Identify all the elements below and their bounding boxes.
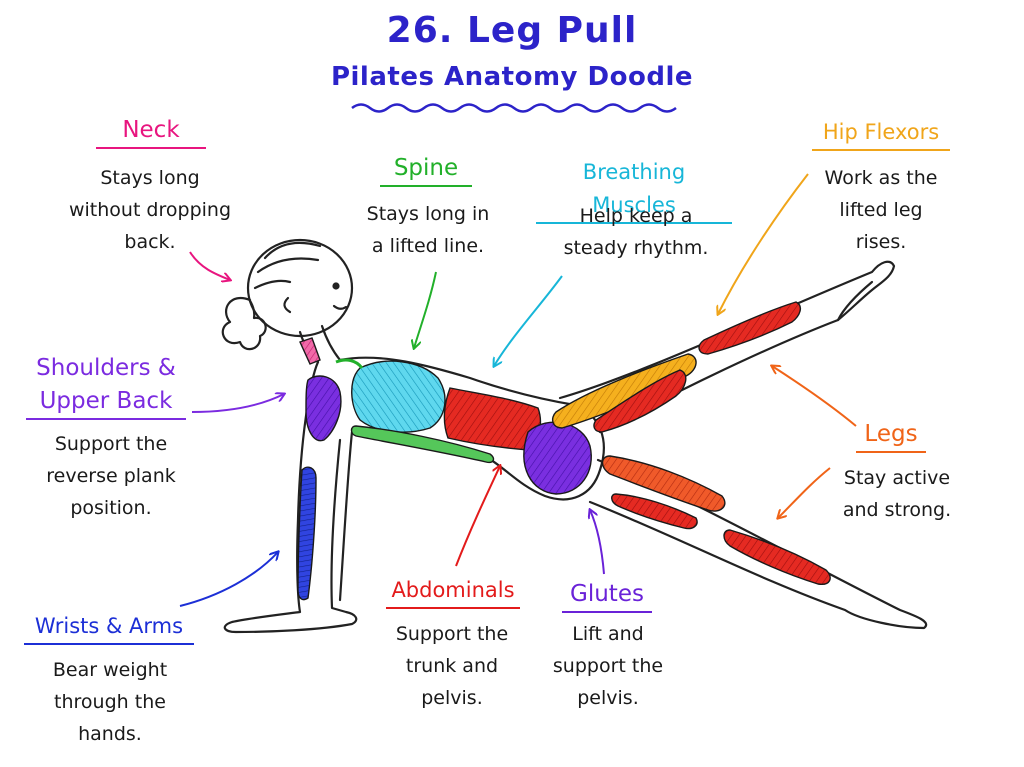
breathing-arrow	[494, 275, 563, 366]
hair-bun	[221, 297, 267, 351]
lifted-foot-outline	[836, 280, 874, 322]
glutes-description: Lift and support the pelvis.	[552, 623, 664, 709]
legs-description: Stay active and strong.	[842, 467, 952, 521]
legs-label: Legs	[856, 418, 926, 454]
neck-muscle	[299, 337, 321, 365]
page-subtitle: Pilates Anatomy Doodle	[330, 62, 694, 92]
abdominals-arrow	[455, 466, 500, 567]
spine-muscle	[350, 425, 495, 464]
page-title: 26. Leg Pull	[386, 10, 638, 51]
breathing-muscle	[351, 360, 446, 433]
smile	[332, 304, 348, 310]
spine-arrow	[414, 271, 437, 348]
eye	[332, 282, 340, 290]
wrists-heading: Wrists & Arms	[24, 610, 194, 645]
muscles	[297, 301, 831, 601]
hair-lines	[253, 241, 322, 290]
ear	[283, 296, 292, 314]
spine-description: Stays long in a lifted line.	[366, 203, 490, 257]
title-wavy-underline	[351, 103, 677, 113]
shoulders-label: Shoulders & Upper Back	[26, 352, 186, 421]
legs-heading: Legs	[856, 418, 926, 453]
spine-top	[335, 358, 364, 369]
wrists-arrow	[179, 552, 278, 607]
glute-muscle	[523, 421, 592, 495]
hamstring-muscle	[601, 455, 726, 512]
glutes-label: Glutes	[562, 578, 652, 614]
shoulders-heading-line2: Upper Back	[26, 385, 186, 420]
neck-heading: Neck	[96, 114, 206, 149]
abdominals-description: Support the trunk and pelvis.	[395, 623, 509, 709]
quad-muscle	[593, 369, 687, 433]
abdominals-heading: Abdominals	[386, 574, 520, 609]
arm-muscle	[297, 466, 317, 601]
support-arm-outline	[223, 360, 358, 634]
neck-description: Stays long without dropping back.	[68, 167, 232, 253]
breathing-label: Breathing Muscles	[536, 156, 732, 225]
glutes-heading: Glutes	[562, 578, 652, 613]
hip-flexors-arrow	[718, 173, 809, 314]
shoulders-arrow	[191, 394, 284, 413]
upper-grounded-leg-muscle	[611, 493, 698, 530]
shoulder-muscle	[305, 375, 342, 442]
wrists-description: Bear weight through the hands.	[52, 659, 168, 745]
neck-label: Neck	[96, 114, 206, 150]
neck-arrow	[189, 251, 230, 280]
upper-lifted-leg-muscle	[698, 301, 802, 355]
shoulders-heading-line1: Shoulders &	[36, 355, 176, 381]
head-outline	[246, 238, 354, 338]
hip-flexors-description: Work as the lifted leg rises.	[824, 167, 938, 253]
arrows	[179, 173, 857, 607]
abdominals-label: Abdominals	[386, 574, 520, 610]
spine-label: Spine	[380, 152, 472, 188]
spine-heading: Spine	[380, 152, 472, 187]
grounded-leg-outline	[588, 458, 928, 630]
shoulders-description: Support the reverse plank position.	[46, 433, 176, 519]
breathing-description: Help keep a steady rhythm.	[563, 205, 709, 259]
legs-arrow-upper	[772, 366, 857, 427]
wrists-label: Wrists & Arms	[24, 610, 194, 646]
hip-flexors-label: Hip Flexors	[812, 116, 950, 152]
legs-arrow-lower	[778, 467, 831, 518]
breathing-heading: Breathing Muscles	[536, 156, 732, 224]
glutes-arrow	[590, 510, 605, 575]
hip-flexors-heading: Hip Flexors	[812, 116, 950, 151]
calf-muscle	[723, 529, 831, 585]
far-arm-outline	[338, 430, 354, 602]
